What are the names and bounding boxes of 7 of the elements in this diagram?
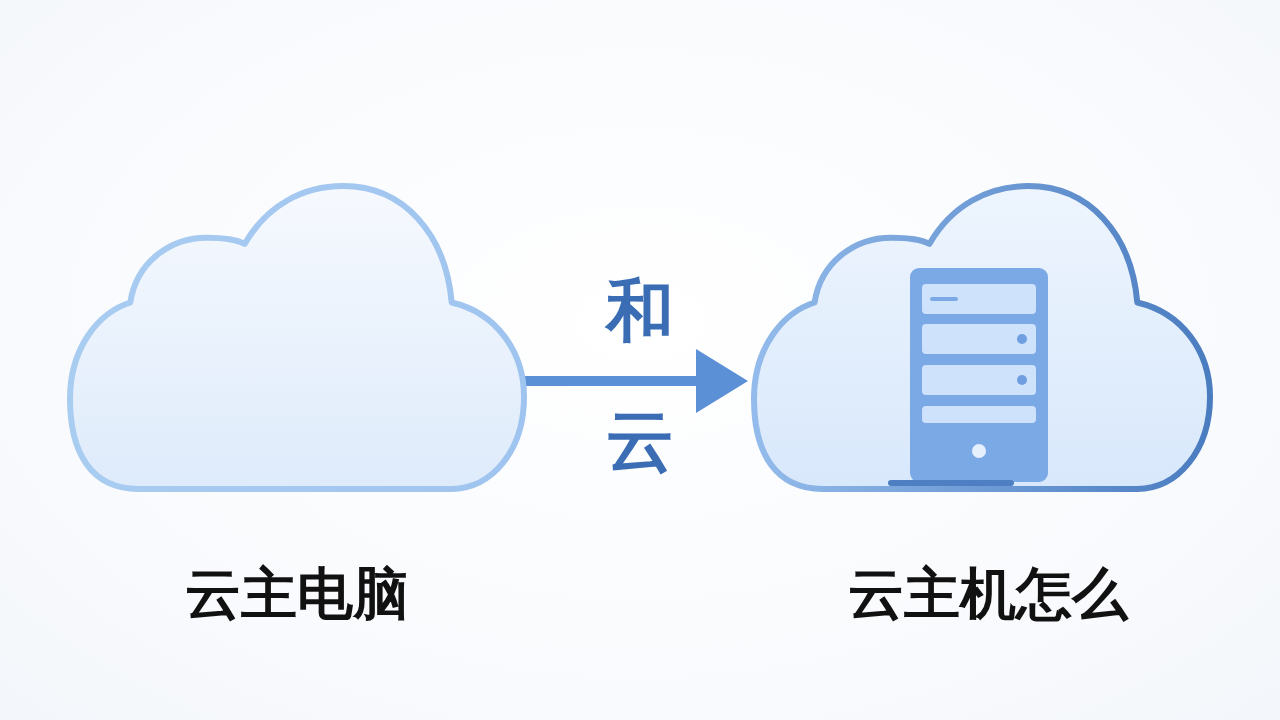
arrow-caption: 云 [605,404,675,479]
cloud-shape [750,181,1214,495]
arrow [524,349,748,413]
cloud-caption: 云主电脑 [184,560,410,628]
cloud-shape [66,181,528,495]
arrow-caption: 和 [604,274,675,349]
cloud-caption: 云主机怎么 [847,560,1130,628]
